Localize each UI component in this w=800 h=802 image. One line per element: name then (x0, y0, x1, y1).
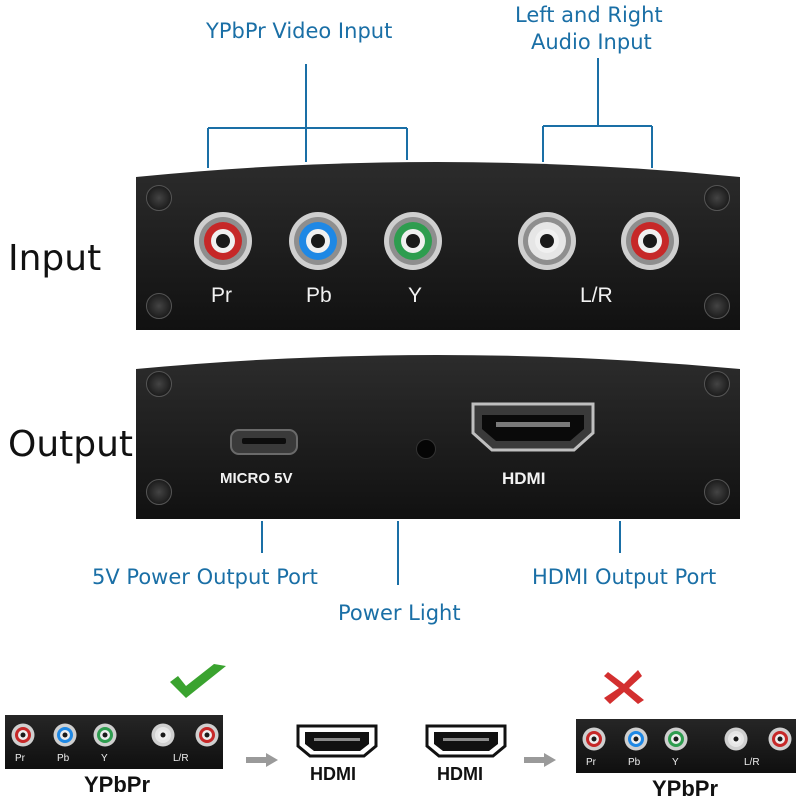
mini-label-lr: L/R (173, 753, 189, 764)
rca-jack-left[interactable] (517, 211, 577, 271)
rca-jack-right[interactable] (620, 211, 680, 271)
hdmi-plug-icon (425, 724, 507, 758)
mini-rca-jack-icon (151, 723, 175, 747)
mini-label-y: Y (672, 757, 679, 768)
mini-jack-l (151, 723, 175, 747)
power-port-callout: 5V Power Output Port (92, 565, 318, 589)
mini-jack-pr (582, 727, 606, 751)
audio-input-callout-line1: Left and Right (515, 3, 663, 27)
rca-jack-icon (518, 212, 576, 270)
mini-rca-jack-icon (768, 727, 792, 751)
rca-jack-icon (194, 212, 252, 270)
screw-icon (704, 185, 730, 211)
screw-icon (704, 371, 730, 397)
rca-jack-pb[interactable] (288, 211, 348, 271)
mini-label-y: Y (101, 753, 108, 764)
mini-rca-jack-icon (582, 727, 606, 751)
input-bracket-lines (207, 58, 653, 168)
screw-icon (146, 479, 172, 505)
output-panel: MICRO 5V HDMI (136, 349, 740, 519)
port-label-y: Y (408, 284, 423, 307)
input-side-label: Input (8, 238, 102, 279)
mini-jack-y (93, 723, 117, 747)
rca-jack-pr[interactable] (193, 211, 253, 271)
mini-jack-y (664, 727, 688, 751)
left-device-label: YPbPr (84, 772, 151, 797)
right-ypbpr-device: Pr Pb Y L/R (576, 719, 796, 773)
mini-jack-r (768, 727, 792, 751)
mini-label-lr: L/R (744, 757, 760, 768)
mini-rca-jack-icon (624, 727, 648, 751)
screw-icon (146, 293, 172, 319)
output-side-label: Output (8, 424, 134, 465)
mini-rca-jack-icon (11, 723, 35, 747)
screw-icon (704, 479, 730, 505)
check-icon (170, 664, 226, 698)
mini-rca-jack-icon (664, 727, 688, 751)
screw-icon (704, 293, 730, 319)
hdmi-right-label: HDMI (437, 764, 483, 784)
hdmi-port-callout: HDMI Output Port (532, 565, 717, 589)
micro-5v-label: MICRO 5V (220, 470, 293, 487)
screw-icon (146, 185, 172, 211)
hdmi-plug-icon (296, 724, 378, 758)
arrow-right-icon (524, 753, 556, 767)
left-ypbpr-device: Pr Pb Y L/R (5, 715, 223, 769)
mini-jack-l (724, 727, 748, 751)
mini-jack-pr (11, 723, 35, 747)
port-label-lr: L/R (580, 284, 613, 307)
input-panel: Pr Pb Y L/R (136, 155, 740, 330)
mini-rca-jack-icon (195, 723, 219, 747)
rca-jack-icon (289, 212, 347, 270)
audio-input-callout-line2: Audio Input (531, 30, 652, 54)
port-label-pb: Pb (306, 284, 332, 307)
micro-usb-port[interactable] (230, 429, 298, 455)
video-input-callout: YPbPr Video Input (206, 19, 393, 43)
mini-label-pb: Pb (628, 757, 641, 768)
mini-rca-jack-icon (53, 723, 77, 747)
cross-icon (604, 670, 644, 704)
output-callout-lines (261, 521, 621, 585)
mini-label-pr: Pr (15, 753, 25, 764)
hdmi-left-label: HDMI (310, 764, 356, 784)
right-device-label: YPbPr (652, 776, 719, 801)
power-light (416, 439, 436, 459)
power-light-callout: Power Light (338, 601, 461, 625)
mini-rca-jack-icon (93, 723, 117, 747)
mini-label-pb: Pb (57, 753, 70, 764)
rca-jack-icon (384, 212, 442, 270)
rca-jack-icon (621, 212, 679, 270)
hdmi-label: HDMI (502, 469, 546, 488)
mini-jack-pb (53, 723, 77, 747)
arrow-right-icon (246, 753, 278, 767)
mini-label-pr: Pr (586, 757, 596, 768)
mini-jack-pb (624, 727, 648, 751)
output-panel-body (136, 355, 740, 519)
screw-icon (146, 371, 172, 397)
micro-usb-slot (242, 438, 286, 444)
rca-jack-y[interactable] (383, 211, 443, 271)
mini-rca-jack-icon (724, 727, 748, 751)
mini-jack-r (195, 723, 219, 747)
port-label-pr: Pr (211, 284, 232, 307)
hdmi-port[interactable] (470, 401, 596, 453)
